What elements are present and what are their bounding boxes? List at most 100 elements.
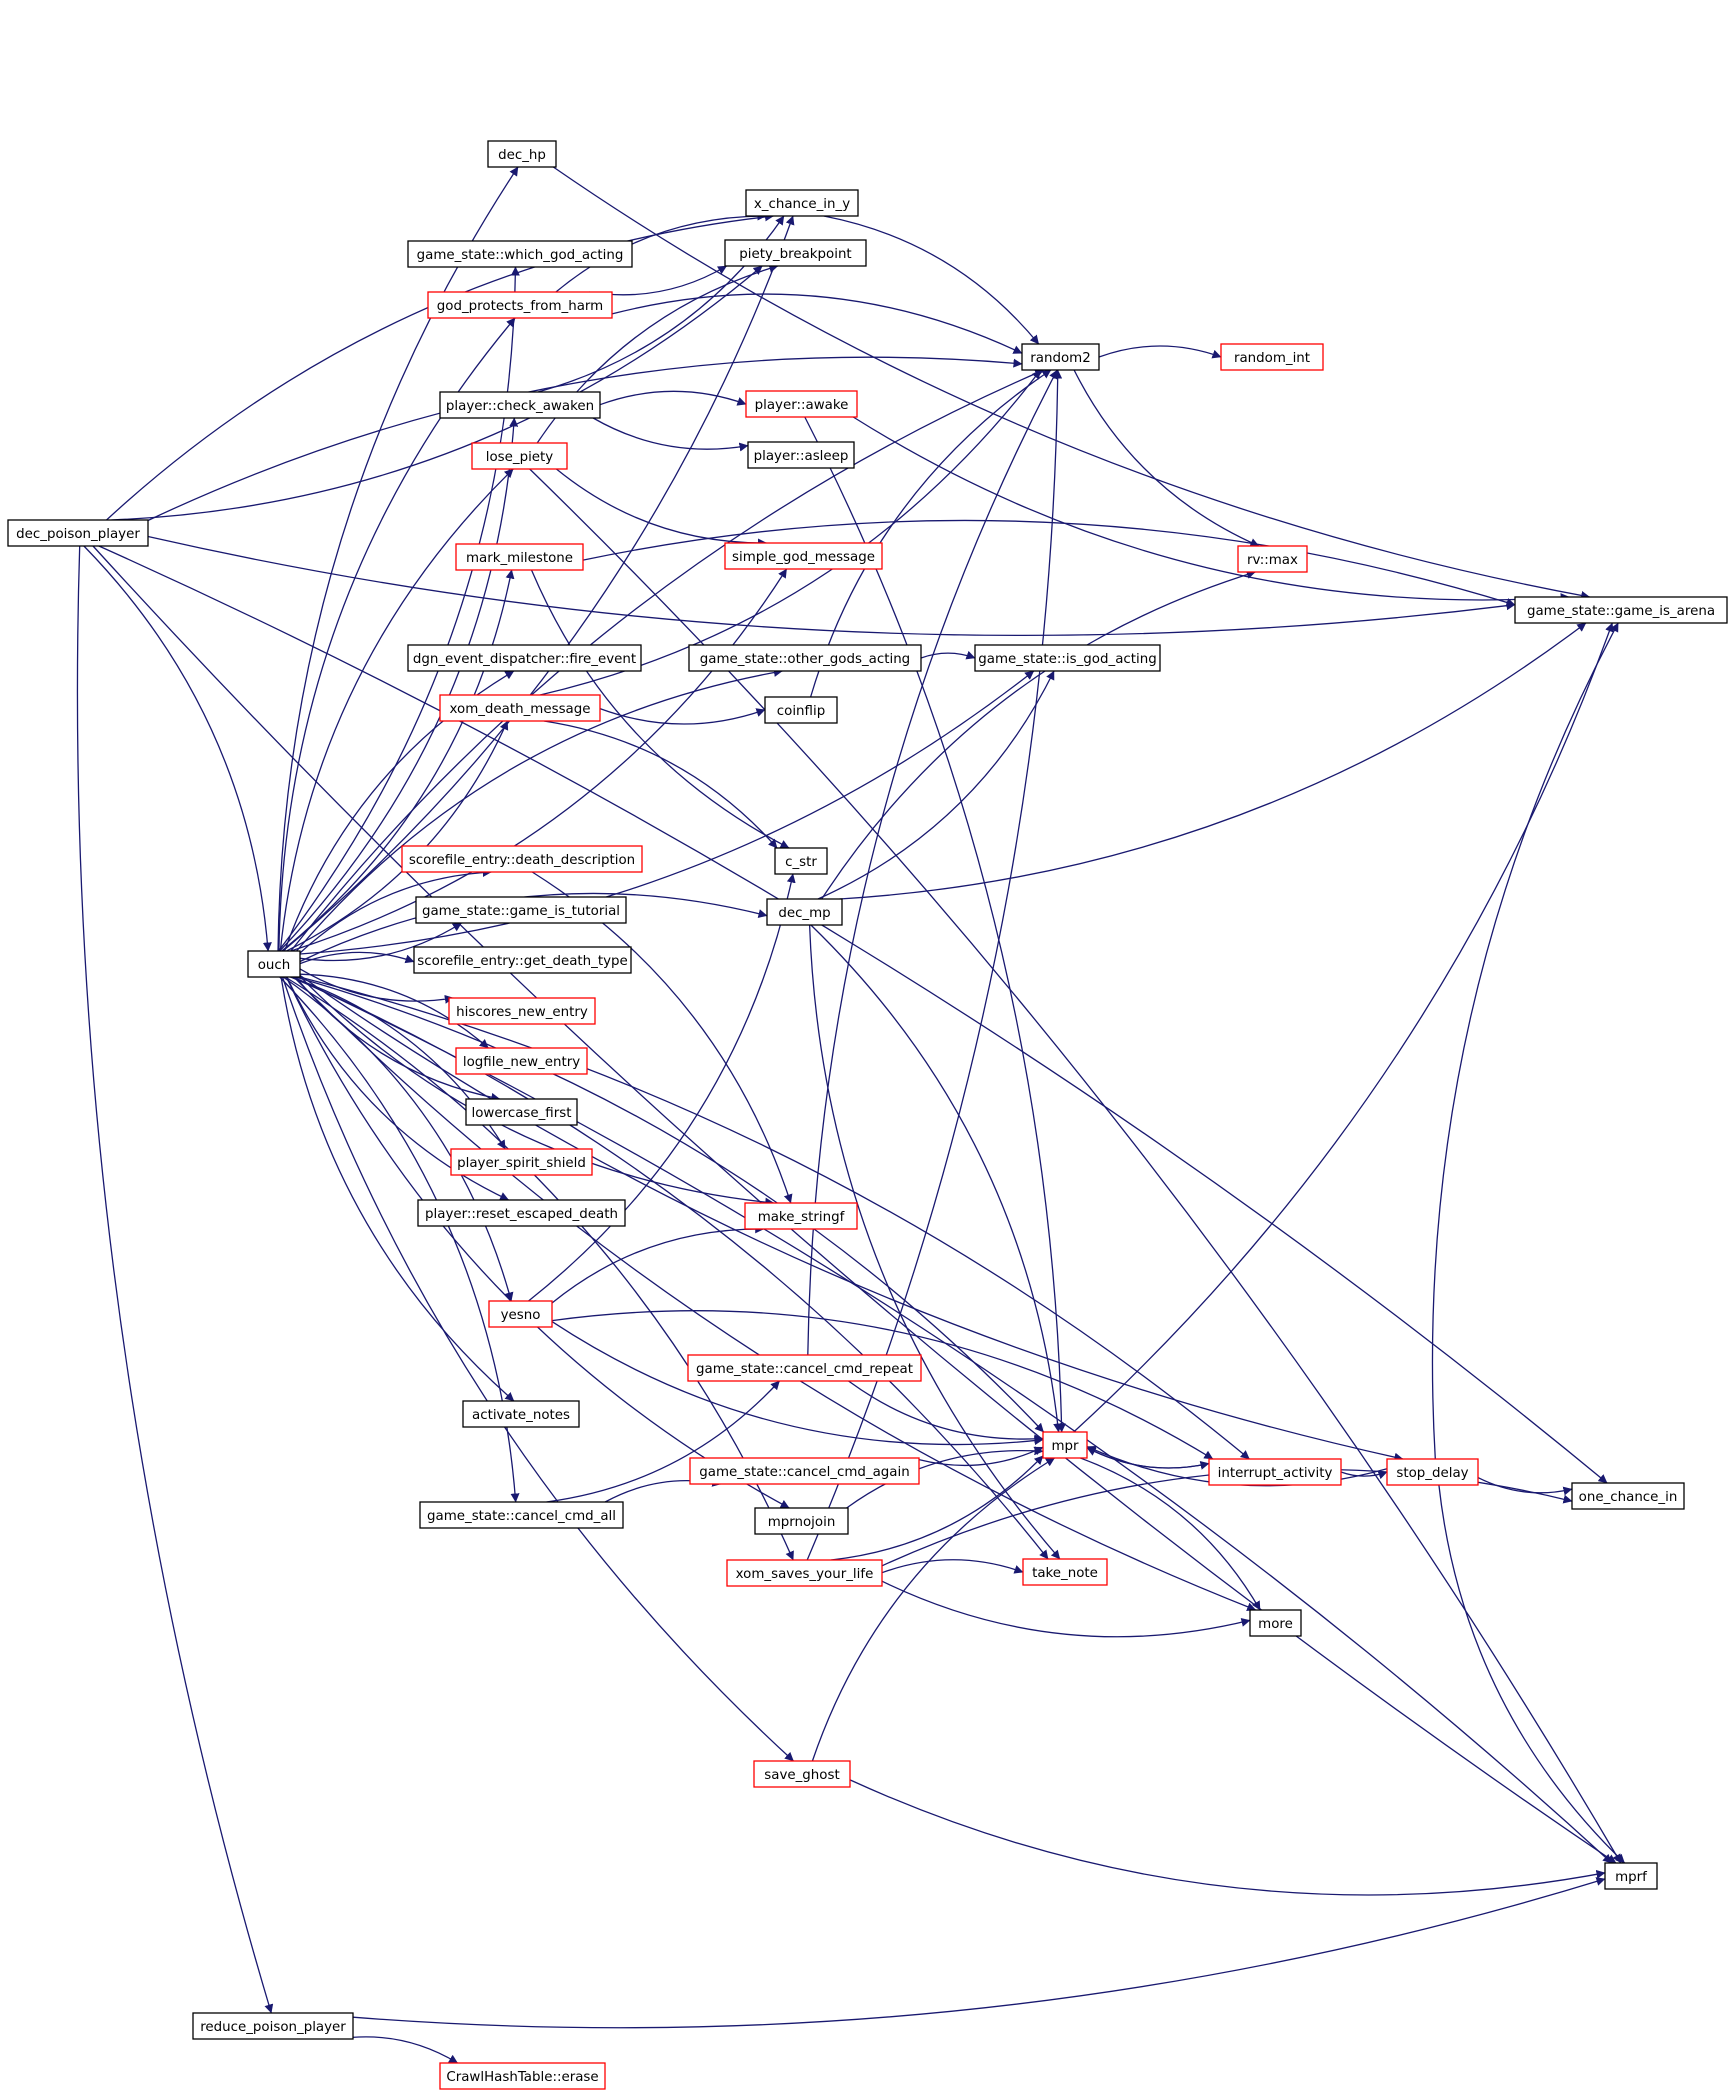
node-box[interactable] — [465, 1098, 578, 1126]
node-box[interactable] — [754, 1507, 849, 1535]
node-box[interactable] — [7, 519, 149, 547]
node-box[interactable] — [747, 441, 855, 469]
node-dec-mp[interactable]: dec_mp — [766, 898, 843, 926]
node-mpr[interactable]: mpr — [1042, 1431, 1088, 1459]
node-box[interactable] — [419, 1501, 624, 1529]
node-hiscores-new-entry[interactable]: hiscores_new_entry — [448, 997, 596, 1025]
node-box[interactable] — [1249, 1609, 1302, 1637]
node-mark-milestone[interactable]: mark_milestone — [455, 543, 584, 571]
node-lowercase-first[interactable]: lowercase_first — [465, 1098, 578, 1126]
node-box[interactable] — [407, 644, 642, 672]
node-ouch[interactable]: ouch — [247, 950, 301, 978]
node-box[interactable] — [455, 543, 584, 571]
node-reset-escaped-death[interactable]: player::reset_escaped_death — [417, 1199, 626, 1227]
node-check-awaken[interactable]: player::check_awaken — [439, 391, 601, 419]
node-box[interactable] — [417, 1199, 626, 1227]
node-death-description[interactable]: scorefile_entry::death_description — [401, 845, 643, 873]
node-get-death-type[interactable]: scorefile_entry::get_death_type — [413, 946, 632, 974]
node-box[interactable] — [688, 644, 922, 672]
node-xom-saves-your-life[interactable]: xom_saves_your_life — [726, 1559, 883, 1587]
node-box[interactable] — [745, 189, 859, 217]
node-make-stringf[interactable]: make_stringf — [744, 1202, 858, 1230]
node-box[interactable] — [744, 1202, 858, 1230]
node-box[interactable] — [439, 2062, 606, 2090]
node-fire-event[interactable]: dgn_event_dispatcher::fire_event — [407, 644, 642, 672]
node-box[interactable] — [1604, 1862, 1658, 1890]
node-player-asleep[interactable]: player::asleep — [747, 441, 855, 469]
node-interrupt-activity[interactable]: interrupt_activity — [1208, 1458, 1342, 1486]
node-box[interactable] — [471, 442, 568, 470]
node-lose-piety[interactable]: lose_piety — [471, 442, 568, 470]
node-box[interactable] — [415, 896, 627, 924]
node-logfile-new-entry[interactable]: logfile_new_entry — [455, 1047, 588, 1075]
node-box[interactable] — [462, 1400, 580, 1428]
node-box[interactable] — [487, 140, 557, 168]
node-player-spirit-shield[interactable]: player_spirit_shield — [450, 1148, 593, 1176]
node-box[interactable] — [413, 946, 632, 974]
node-box[interactable] — [753, 1760, 851, 1788]
node-box[interactable] — [1042, 1431, 1088, 1459]
node-box[interactable] — [450, 1148, 593, 1176]
node-is-god-acting[interactable]: game_state::is_god_acting — [974, 644, 1161, 672]
node-player-awake[interactable]: player::awake — [745, 390, 858, 418]
node-box[interactable] — [247, 950, 301, 978]
node-simple-god-message[interactable]: simple_god_message — [724, 542, 883, 570]
node-reduce-poison-player[interactable]: reduce_poison_player — [192, 2012, 354, 2040]
node-box[interactable] — [1237, 545, 1308, 573]
node-box[interactable] — [726, 1559, 883, 1587]
node-box[interactable] — [401, 845, 643, 873]
node-box[interactable] — [774, 847, 828, 875]
node-save-ghost[interactable]: save_ghost — [753, 1760, 851, 1788]
node-more[interactable]: more — [1249, 1609, 1302, 1637]
node-random2[interactable]: random2 — [1021, 343, 1100, 371]
node-game-is-tutorial[interactable]: game_state::game_is_tutorial — [415, 896, 627, 924]
node-cancel-cmd-all[interactable]: game_state::cancel_cmd_all — [419, 1501, 624, 1529]
node-box[interactable] — [687, 1354, 922, 1382]
node-take-note[interactable]: take_note — [1022, 1558, 1108, 1586]
node-which-god-acting[interactable]: game_state::which_god_acting — [407, 240, 633, 268]
node-box[interactable] — [724, 542, 883, 570]
node-box[interactable] — [766, 898, 843, 926]
node-box[interactable] — [1022, 1558, 1108, 1586]
node-xom-death-message[interactable]: xom_death_message — [439, 694, 601, 722]
node-mprf[interactable]: mprf — [1604, 1862, 1658, 1890]
node-cancel-cmd-repeat[interactable]: game_state::cancel_cmd_repeat — [687, 1354, 922, 1382]
node-god-protects-from-harm[interactable]: god_protects_from_harm — [427, 291, 613, 319]
node-box[interactable] — [1571, 1482, 1685, 1510]
node-x-chance-in-y[interactable]: x_chance_in_y — [745, 189, 859, 217]
node-other-gods-acting[interactable]: game_state::other_gods_acting — [688, 644, 922, 672]
node-activate-notes[interactable]: activate_notes — [462, 1400, 580, 1428]
node-yesno[interactable]: yesno — [488, 1300, 553, 1328]
node-dec-hp[interactable]: dec_hp — [487, 140, 557, 168]
node-one-chance-in[interactable]: one_chance_in — [1571, 1482, 1685, 1510]
node-coinflip[interactable]: coinflip — [764, 696, 838, 724]
node-box[interactable] — [689, 1457, 920, 1485]
node-box[interactable] — [724, 239, 867, 267]
node-crawl-erase[interactable]: CrawlHashTable::erase — [439, 2062, 606, 2090]
node-game-is-arena[interactable]: game_state::game_is_arena — [1514, 596, 1728, 624]
node-box[interactable] — [407, 240, 633, 268]
node-box[interactable] — [1208, 1458, 1342, 1486]
node-dec-poison-player[interactable]: dec_poison_player — [7, 519, 149, 547]
node-box[interactable] — [192, 2012, 354, 2040]
node-box[interactable] — [455, 1047, 588, 1075]
node-box[interactable] — [1220, 343, 1324, 371]
node-box[interactable] — [745, 390, 858, 418]
node-c-str[interactable]: c_str — [774, 847, 828, 875]
node-box[interactable] — [488, 1300, 553, 1328]
node-rv-max[interactable]: rv::max — [1237, 545, 1308, 573]
node-box[interactable] — [1021, 343, 1100, 371]
node-mprnojoin[interactable]: mprnojoin — [754, 1507, 849, 1535]
node-random-int[interactable]: random_int — [1220, 343, 1324, 371]
node-box[interactable] — [974, 644, 1161, 672]
node-box[interactable] — [764, 696, 838, 724]
node-stop-delay[interactable]: stop_delay — [1386, 1458, 1479, 1486]
node-box[interactable] — [1386, 1458, 1479, 1486]
node-box[interactable] — [439, 391, 601, 419]
node-box[interactable] — [427, 291, 613, 319]
node-box[interactable] — [439, 694, 601, 722]
node-cancel-cmd-again[interactable]: game_state::cancel_cmd_again — [689, 1457, 920, 1485]
node-box[interactable] — [1514, 596, 1728, 624]
node-piety-breakpoint[interactable]: piety_breakpoint — [724, 239, 867, 267]
node-box[interactable] — [448, 997, 596, 1025]
